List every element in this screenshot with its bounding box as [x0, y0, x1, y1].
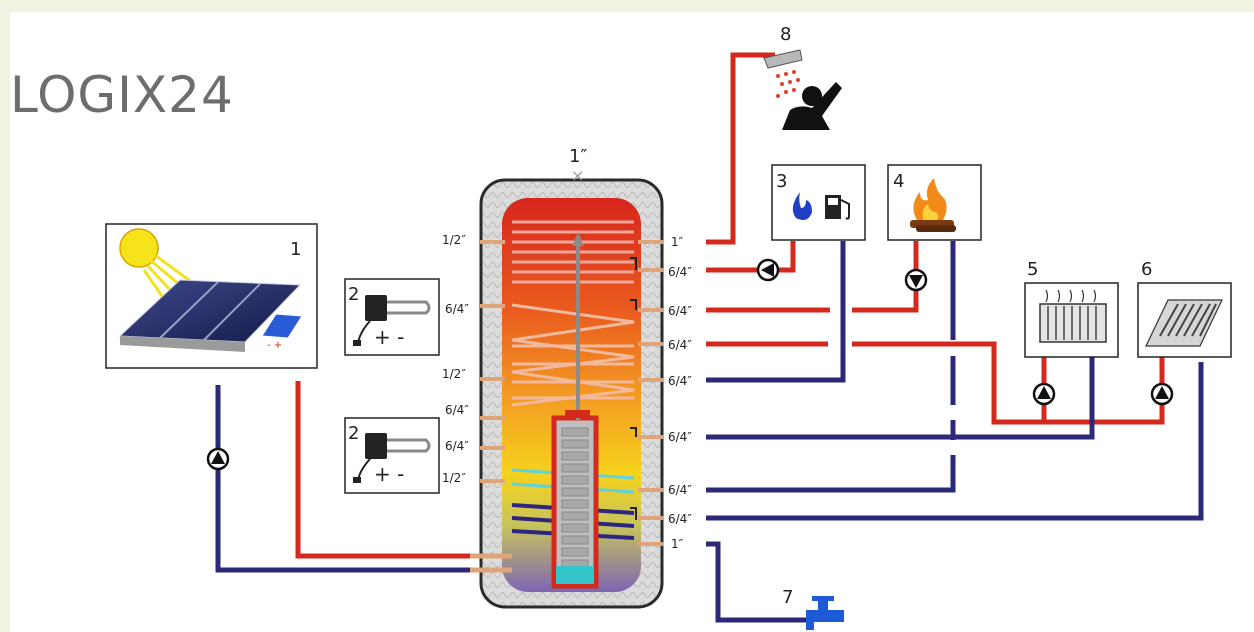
left-connection-label: 6/4″	[445, 302, 469, 316]
connection-labels: 1″ 1/2″ 6/4″ 1/2″ 6/4″ 6/4″ 1/2″ 1″ 6/4″…	[442, 146, 692, 551]
water-tap-icon	[806, 596, 844, 630]
upper-heat-exchanger-coil	[512, 220, 634, 284]
left-connection-label: 1/2″	[442, 367, 466, 381]
tube-bottom-cyan	[556, 566, 594, 584]
heater-sign-label: + -	[374, 325, 404, 349]
component-number: 2	[348, 423, 359, 444]
component-number: 8	[780, 24, 791, 45]
right-connection-label: 1″	[671, 235, 684, 249]
radiator-box: 5	[1024, 259, 1119, 358]
hot-water-pipe	[706, 52, 775, 245]
left-connection-label: 1/2″	[442, 471, 466, 485]
right-connection-label: 6/4″	[668, 304, 692, 318]
pump-icon	[1032, 382, 1056, 406]
underfloor-heating-icon	[1145, 299, 1223, 347]
left-connection-label: 1/2″	[442, 233, 466, 247]
pump-icon	[1150, 382, 1174, 406]
component-number: 6	[1141, 259, 1152, 280]
solar-collector-box: 1 - +	[105, 223, 318, 369]
wood-fire-icon	[910, 178, 956, 232]
anode-arrow	[572, 232, 584, 246]
pump-icon	[206, 447, 230, 471]
storage-tank: ×	[470, 166, 664, 609]
middle-heat-exchanger-coil	[511, 303, 635, 407]
heater-sign-label: + -	[374, 462, 404, 486]
right-connection-label: 6/4″	[668, 483, 692, 497]
radiator-return-pipe	[706, 357, 1095, 440]
radiator-icon	[1039, 289, 1107, 343]
boiler-flow-pipe-2	[778, 241, 796, 273]
wood-flow-pipe-2	[852, 290, 919, 313]
sensor-brackets	[630, 257, 637, 520]
component-number: 3	[776, 171, 787, 192]
component-number: 7	[782, 587, 793, 608]
heating-element-icon	[353, 433, 431, 483]
tube-top-cap	[565, 410, 590, 418]
product-title: LOGIX24	[10, 66, 234, 124]
vent-x-icon: ×	[571, 166, 584, 185]
right-connection-label: 6/4″	[668, 374, 692, 388]
gas-flame-icon	[792, 192, 812, 220]
tank-water	[502, 198, 641, 592]
svg-text:- +: - +	[267, 340, 282, 351]
cold-water-tap: 7	[782, 587, 844, 630]
component-number: 5	[1027, 259, 1038, 280]
solar-panel-icon: - +	[118, 279, 303, 352]
left-connection-label: 6/4″	[445, 439, 469, 453]
electric-heater-box-upper: 2 + -	[344, 278, 440, 356]
pump-icon	[756, 258, 780, 282]
solar-flow-pipe	[215, 385, 480, 573]
right-connector-stubs	[638, 240, 664, 546]
top-connection-label: 1″	[569, 146, 587, 167]
solar-return-pipe	[295, 381, 480, 559]
right-connection-label: 6/4″	[668, 430, 692, 444]
right-connection-label: 6/4″	[668, 265, 692, 279]
right-connection-label: 6/4″	[668, 338, 692, 352]
shower-icon	[763, 49, 842, 130]
heating-flow-pipe-2	[852, 341, 1165, 425]
pipe-network	[215, 52, 1204, 623]
right-connection-label: 6/4″	[668, 512, 692, 526]
shower-user: 8	[763, 24, 842, 130]
inner-tube-fins	[561, 427, 589, 569]
electric-heater-box-lower: 2 + -	[344, 417, 440, 494]
wood-stove-box: 4	[887, 164, 982, 241]
underfloor-heating-box: 6	[1137, 259, 1232, 358]
component-number: 2	[348, 284, 359, 305]
fuel-pump-icon	[825, 195, 850, 220]
component-number: 4	[893, 171, 904, 192]
component-number: 1	[290, 239, 301, 260]
left-connection-label: 6/4″	[445, 403, 469, 417]
left-connector-stubs	[470, 240, 512, 573]
cold-water-pipe	[706, 541, 806, 623]
boiler-box: 3	[771, 164, 866, 241]
wood-return-pipe-4	[706, 455, 956, 493]
heating-element-icon	[353, 295, 431, 346]
pump-icon	[904, 268, 928, 292]
floor-return-pipe	[706, 362, 1204, 521]
right-connection-label: 1″	[671, 537, 684, 551]
